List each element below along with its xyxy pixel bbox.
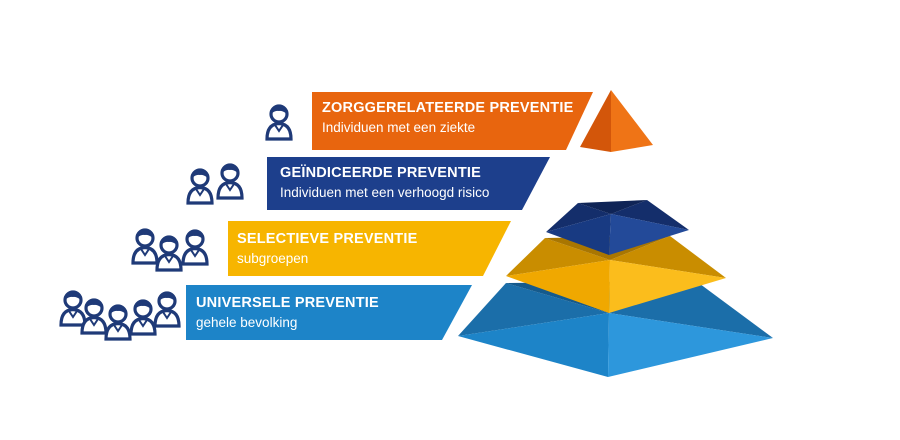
level-bar-universal: UNIVERSELE PREVENTIE gehele bevolking [186,285,472,340]
level-title: SELECTIEVE PREVENTIE [237,231,418,247]
person-icon [129,299,157,336]
person-icon [186,168,214,205]
level-title: ZORGGERELATEERDE PREVENTIE [322,100,574,116]
level-bar-universal-bg [186,285,472,340]
person-icon [131,228,159,265]
person-icon [265,104,293,141]
people-group-care [265,104,293,141]
person-icon [104,304,132,341]
pyramid-tier-care [580,90,653,152]
level-title: GEÏNDICEERDE PREVENTIE [280,164,481,181]
person-icon [153,291,181,328]
level-bar-care: ZORGGERELATEERDE PREVENTIE Individuen me… [312,92,593,150]
level-subtitle: subgroepen [237,251,308,266]
level-bar-selective-bg [228,221,511,276]
person-icon [80,298,108,335]
level-bar-selective: SELECTIEVE PREVENTIE subgroepen [228,221,511,276]
level-title: UNIVERSELE PREVENTIE [196,295,379,311]
level-bar-care-bg [312,92,593,150]
level-subtitle: Individuen met een verhoogd risico [280,185,489,200]
level-bar-indicated-bg [267,157,550,210]
pyramid-tier-indicated [546,200,689,255]
level-bar-indicated: GEÏNDICEERDE PREVENTIE Individuen met ee… [267,157,550,210]
person-icon [216,163,244,200]
person-icon [181,229,209,266]
people-group-universal [59,290,181,341]
pyramid [458,90,773,377]
person-icon [155,235,183,272]
person-icon [59,290,87,327]
level-subtitle: gehele bevolking [196,315,297,330]
people-group-indicated [186,163,244,205]
level-subtitle: Individuen met een ziekte [322,120,475,135]
people-group-selective [131,228,209,272]
